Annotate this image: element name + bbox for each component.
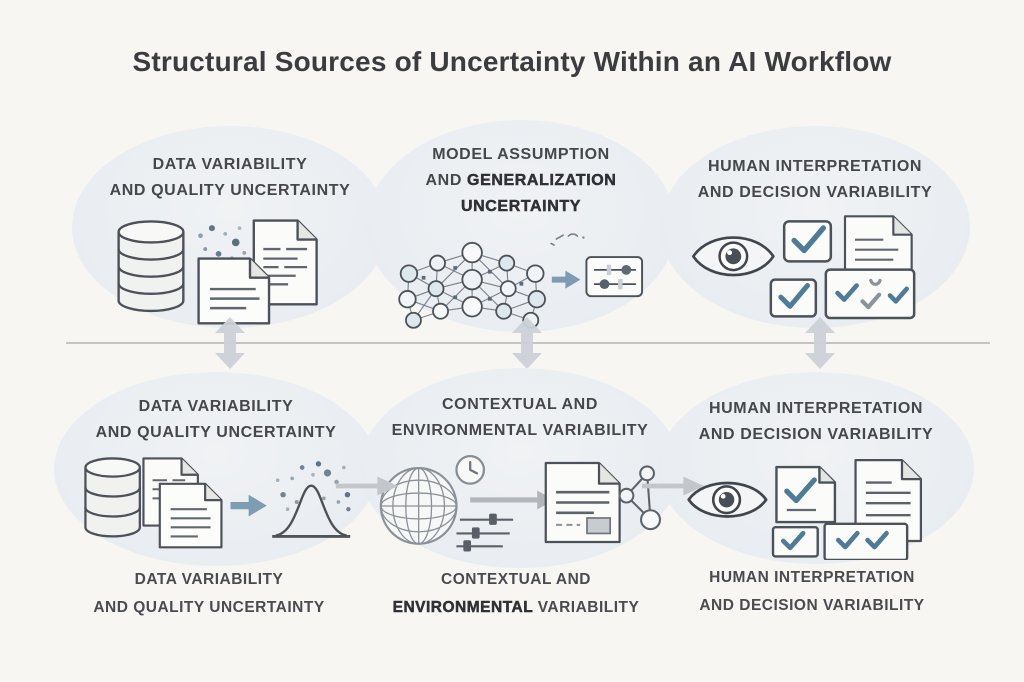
eye-checkboxes-documents-icon xyxy=(692,215,916,320)
checkmark-card-icon xyxy=(824,268,916,320)
checkmark-document-icon xyxy=(775,465,837,524)
neural-network-icon xyxy=(398,241,546,329)
right-arrow-icon xyxy=(551,270,581,289)
checkmark-card-icon xyxy=(771,525,819,558)
checkbox-icon xyxy=(769,278,818,318)
globe-clock-sliders-document-graph-icon xyxy=(379,454,662,552)
sliders-panel-icon xyxy=(585,255,644,297)
vertical-double-arrow-icon xyxy=(215,317,245,369)
database-documents-distribution-icon xyxy=(84,457,351,549)
database-icon xyxy=(84,457,141,538)
checkmark-card-icon xyxy=(823,522,909,560)
document-icon xyxy=(197,257,271,325)
vertical-double-arrow-icon xyxy=(805,317,835,369)
flow-arrow-icon xyxy=(470,490,555,510)
sketch-marks-icon xyxy=(550,232,585,246)
diagram-title: Structural Sources of Uncertainty Within… xyxy=(132,46,892,77)
document-icon xyxy=(544,461,621,543)
checkbox-icon xyxy=(782,219,833,263)
database-scatter-documents-icon xyxy=(117,219,318,325)
eye-icon xyxy=(692,236,775,277)
flow-arrow-icon xyxy=(641,476,705,496)
flow-arrow-icon xyxy=(335,476,399,496)
clock-icon xyxy=(455,454,486,485)
document-icon xyxy=(854,458,923,542)
sliders-icon xyxy=(456,513,514,552)
neural-network-arrow-sliders-icon xyxy=(398,232,644,329)
eye-icon xyxy=(687,481,768,518)
database-icon xyxy=(117,220,185,312)
right-arrow-icon xyxy=(230,494,267,517)
document-icon xyxy=(158,482,223,549)
globe-icon xyxy=(379,466,458,545)
network-graph-icon xyxy=(618,465,662,530)
vertical-double-arrow-icon xyxy=(512,317,542,369)
distribution-curve-icon xyxy=(272,460,351,538)
eye-checkmark-cards-documents-icon xyxy=(687,458,923,560)
